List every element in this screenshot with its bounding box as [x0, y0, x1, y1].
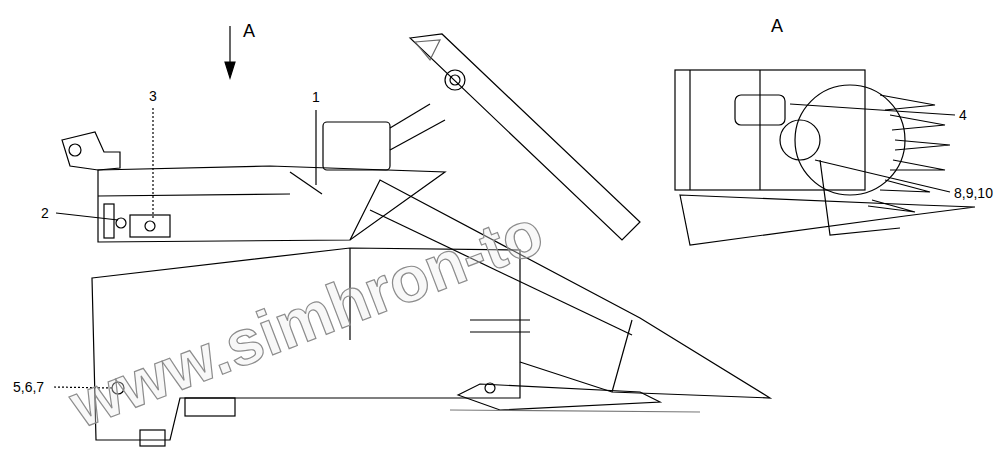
callout-number: 5,6,7 [12, 380, 45, 394]
rod [390, 104, 430, 128]
leader-line [315, 110, 316, 185]
leader-line [56, 213, 118, 220]
casing-line [470, 319, 530, 320]
casing-line [470, 331, 530, 332]
fitting [130, 215, 170, 237]
leader-line [815, 160, 950, 192]
foot [140, 430, 165, 446]
ground-hatch [450, 410, 700, 412]
view-arrow [229, 26, 230, 66]
pin [69, 144, 81, 156]
callout-number: 1 [311, 90, 321, 104]
drum [795, 85, 905, 195]
stalk-guide [458, 384, 660, 410]
callout-number: 3 [148, 89, 158, 103]
leader-line [790, 104, 955, 115]
inset-gear [780, 120, 820, 160]
inset-line [689, 70, 690, 190]
bolt [145, 221, 155, 231]
bracket [62, 132, 120, 170]
drum-fingers [868, 95, 950, 212]
inset-block [735, 95, 785, 125]
callout-number: 2 [40, 206, 50, 220]
callout-number: 4 [958, 108, 968, 122]
inset-housing [675, 70, 865, 190]
view-letter: A [242, 22, 256, 40]
upper-housing [98, 166, 445, 242]
housing-line [98, 194, 290, 196]
inset-line [759, 70, 760, 190]
rod [390, 120, 445, 150]
arrow-head [225, 62, 235, 78]
side-plate [104, 204, 114, 238]
callout-number: 8,9,10 [953, 186, 994, 200]
gearbox [323, 122, 390, 170]
leader-line [152, 108, 153, 218]
view-letter: A [770, 17, 784, 35]
bottom-part [185, 398, 235, 416]
snout-edge [612, 320, 632, 392]
housing-line [290, 172, 322, 194]
pivot [450, 75, 460, 85]
bolt [485, 383, 495, 393]
pivot [445, 70, 465, 90]
hatch [415, 40, 440, 60]
